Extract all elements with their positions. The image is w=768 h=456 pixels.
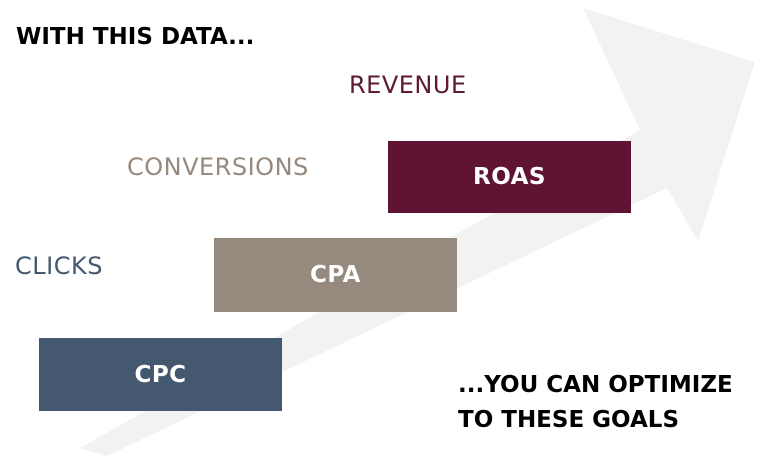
growth-arrow-shape xyxy=(80,8,755,456)
footer-line-1: ...YOU CAN OPTIMIZE xyxy=(458,372,733,398)
goal-label-cpa: CPA xyxy=(310,262,361,288)
data-label-conversions: CONVERSIONS xyxy=(127,153,309,181)
heading: WITH THIS DATA... xyxy=(16,24,255,50)
data-label-clicks: CLICKS xyxy=(15,252,103,280)
footer-line-2: TO THESE GOALS xyxy=(458,407,680,433)
goal-box-cpc: CPC xyxy=(39,338,282,411)
goal-box-cpa: CPA xyxy=(214,238,457,312)
data-label-revenue: REVENUE xyxy=(349,71,467,99)
goal-label-cpc: CPC xyxy=(134,361,187,388)
goal-box-roas: ROAS xyxy=(388,141,631,213)
goal-label-roas: ROAS xyxy=(472,164,546,190)
footer-text: ...YOU CAN OPTIMIZE TO THESE GOALS xyxy=(458,368,733,438)
